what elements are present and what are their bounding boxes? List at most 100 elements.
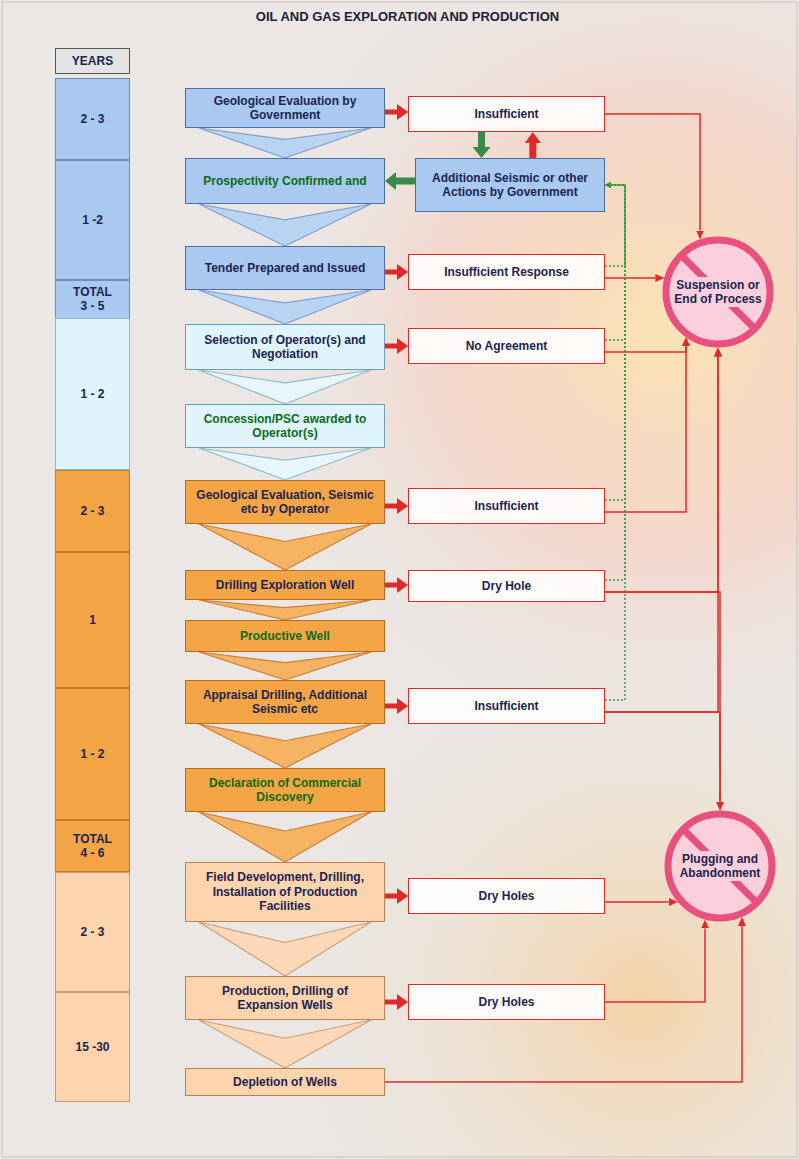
prohibition-circle: Plugging and Abandonment <box>662 808 778 924</box>
year-band: 15 -30 <box>55 992 130 1102</box>
box-label: Declaration of Commercial Discovery <box>192 776 378 805</box>
box-label: Concession/PSC awarded to Operator(s) <box>192 412 378 441</box>
feedback-arrow <box>396 178 415 185</box>
flow-chevron <box>199 448 371 480</box>
outcome-box: Insufficient <box>408 688 605 724</box>
box-label: Insufficient Response <box>444 265 569 279</box>
box-label: No Agreement <box>466 339 548 353</box>
box-label: Additional Seismic or other Actions by G… <box>422 171 598 200</box>
outcome-box: Dry Holes <box>408 984 605 1020</box>
milestone-box: Declaration of Commercial Discovery <box>185 768 385 812</box>
box-label: Dry Holes <box>478 889 534 903</box>
flow-chevron <box>199 524 371 570</box>
outcome-arrow <box>385 344 397 349</box>
box-label: Prospectivity Confirmed and <box>203 174 366 188</box>
process-box: Selection of Operator(s) and Negotiation <box>185 324 385 370</box>
feedback-dotted-line <box>605 185 625 500</box>
feedback-dotted-line <box>605 185 625 266</box>
process-box: Drilling Exploration Well <box>185 570 385 600</box>
outcome-box: No Agreement <box>408 328 605 364</box>
termination-line <box>385 926 742 1082</box>
box-label: Drilling Exploration Well <box>216 578 354 592</box>
year-band: 1 -2 <box>55 160 130 280</box>
feedback-dotted-line <box>605 185 625 580</box>
flow-chevron <box>199 1020 371 1068</box>
year-band: 2 - 3 <box>55 872 130 992</box>
feedback-arrow <box>529 143 536 158</box>
termination-line <box>605 928 705 1002</box>
feedback-dotted-line <box>605 185 625 700</box>
outcome-arrow <box>385 704 397 709</box>
outcome-box: Insufficient <box>408 488 605 524</box>
prohibition-circle: Suspension or End of Process <box>660 234 776 350</box>
flow-chevron <box>199 204 371 246</box>
termination-line <box>605 712 720 802</box>
flow-chevron <box>199 290 371 324</box>
box-label: 1 - 2 <box>80 387 104 401</box>
outcome-box: Dry Hole <box>408 570 605 602</box>
box-label: YEARS <box>72 54 113 68</box>
termination-line <box>605 357 718 713</box>
flow-chevron <box>199 812 371 862</box>
box-label: 2 - 3 <box>80 504 104 518</box>
process-box: Additional Seismic or other Actions by G… <box>415 158 605 212</box>
flow-chevron <box>199 922 371 976</box>
process-box: Geological Evaluation, Seismic etc by Op… <box>185 480 385 524</box>
diagram-title: OIL AND GAS EXPLORATION AND PRODUCTION <box>16 9 799 24</box>
process-box: Depletion of Wells <box>185 1068 385 1096</box>
outcome-arrow <box>385 894 397 899</box>
termination-line <box>605 277 655 279</box>
termination-line <box>605 901 669 903</box>
box-label: 2 - 3 <box>80 112 104 126</box>
termination-line <box>605 114 700 231</box>
total-band: TOTAL 4 - 6 <box>55 820 130 872</box>
outcome-box: Dry Holes <box>408 878 605 914</box>
prohibition-ring <box>666 240 770 344</box>
circle-label: Suspension or End of Process <box>671 277 765 308</box>
termination-line <box>605 346 686 352</box>
milestone-box: Prospectivity Confirmed and <box>185 158 385 204</box>
process-box: Production, Drilling of Expansion Wells <box>185 976 385 1020</box>
flow-chevron <box>199 652 371 680</box>
outcome-arrow <box>385 110 397 115</box>
total-band: TOTAL 3 - 5 <box>55 280 130 319</box>
process-box: Tender Prepared and Issued <box>185 246 385 290</box>
outcome-arrow <box>385 504 397 509</box>
year-band: 1 - 2 <box>55 318 130 470</box>
termination-line <box>605 592 720 802</box>
process-box: Appraisal Drilling, Additional Seismic e… <box>185 680 385 724</box>
box-label: 2 - 3 <box>80 925 104 939</box>
box-label: TOTAL 4 - 6 <box>69 832 117 861</box>
box-label: Dry Holes <box>478 995 534 1009</box>
box-label: 1 -2 <box>82 213 103 227</box>
process-box: Field Development, Drilling, Installatio… <box>185 862 385 922</box>
flow-chevron <box>199 600 371 620</box>
box-label: Productive Well <box>240 629 330 643</box>
box-label: Tender Prepared and Issued <box>205 261 366 275</box>
box-label: Geological Evaluation, Seismic etc by Op… <box>192 488 378 517</box>
termination-line <box>605 357 718 593</box>
outcome-arrow <box>385 1000 397 1005</box>
box-label: Selection of Operator(s) and Negotiation <box>192 333 378 362</box>
box-label: Geological Evaluation by Government <box>192 94 378 123</box>
process-box: Geological Evaluation by Government <box>185 88 385 128</box>
flow-chevron <box>199 724 371 768</box>
box-label: Insufficient <box>474 499 538 513</box>
outcome-arrow <box>385 270 397 275</box>
box-label: 1 - 2 <box>80 747 104 761</box>
outcome-box: Insufficient <box>408 96 605 132</box>
box-label: 15 -30 <box>75 1040 109 1054</box>
flow-chevron <box>199 128 371 158</box>
feedback-dotted-line <box>605 185 625 340</box>
feedback-arrow <box>478 132 485 147</box>
outcome-arrow <box>385 583 397 588</box>
circle-label: Plugging and Abandonment <box>673 851 767 882</box>
box-label: TOTAL 3 - 5 <box>69 285 117 314</box>
outcome-box: Insufficient Response <box>408 254 605 290</box>
year-band: 1 - 2 <box>55 688 130 820</box>
